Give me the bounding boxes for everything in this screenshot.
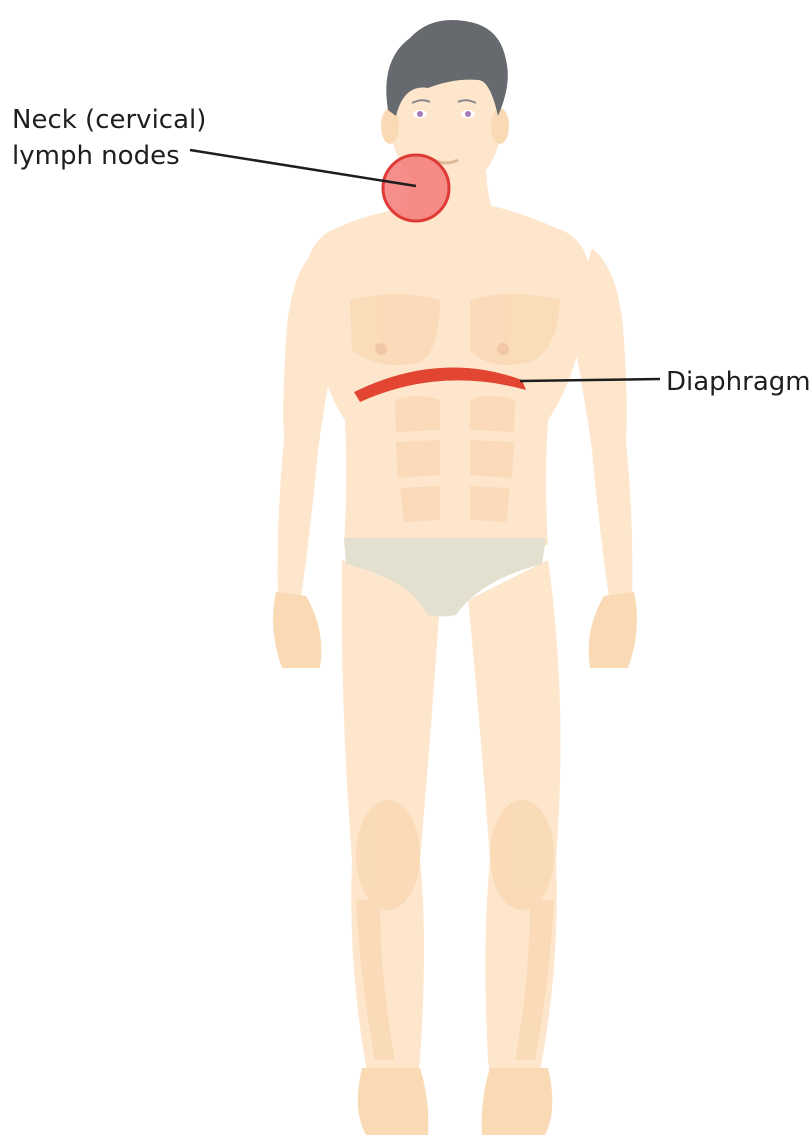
- neck-label-line-1: Neck (cervical): [12, 102, 206, 138]
- feet: [358, 1068, 553, 1135]
- neck-leader-line: [190, 150, 416, 186]
- neck-lymph-nodes-label: Neck (cervical) lymph nodes: [12, 102, 206, 174]
- lymph-node-highlight: [383, 155, 449, 221]
- diaphragm-label: Diaphragm: [666, 364, 810, 400]
- neck-label-line-2: lymph nodes: [12, 138, 206, 174]
